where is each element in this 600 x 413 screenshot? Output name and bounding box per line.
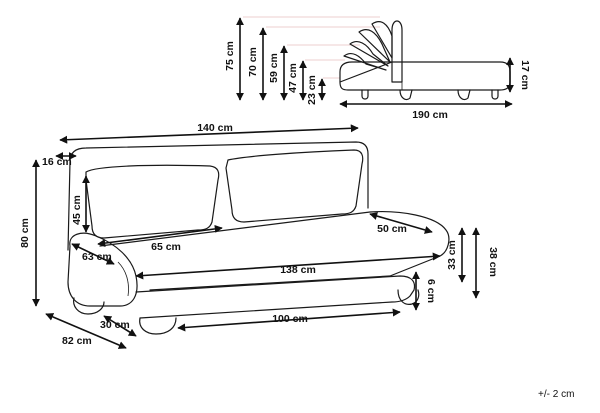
height-75-label: 75 cm — [224, 41, 236, 71]
base-depth-label: 30 cm — [100, 319, 130, 331]
backrest-height-label: 45 cm — [71, 195, 83, 225]
width-140-label: 140 cm — [197, 122, 233, 134]
height-59-label: 59 cm — [268, 53, 280, 83]
armrest-width-label: 16 cm — [42, 156, 72, 168]
side-view-sofa — [243, 16, 511, 101]
height-47-label: 47 cm — [287, 63, 299, 93]
total-depth-label: 82 cm — [62, 335, 92, 347]
height-23-label: 23 cm — [306, 75, 318, 105]
right-back-cushion — [225, 149, 364, 223]
backrest-width-label: 65 cm — [151, 241, 181, 253]
arm-depth-label: 63 cm — [82, 251, 112, 263]
height-33-label: 33 cm — [446, 240, 458, 270]
leg-spacing-label: 100 cm — [272, 313, 308, 325]
tolerance-note: +/- 2 cm — [538, 389, 574, 400]
side-length-label: 190 cm — [412, 109, 448, 121]
seat-depth-label: 50 cm — [377, 223, 407, 235]
seat-thickness-label: 17 cm — [519, 60, 531, 90]
front-view-sofa — [67, 141, 450, 335]
height-70-label: 70 cm — [247, 47, 259, 77]
seat-width-label: 138 cm — [280, 264, 316, 276]
total-height-label: 80 cm — [19, 218, 31, 248]
height-38-label: 38 cm — [487, 247, 499, 277]
leg-height-label: 6 cm — [425, 279, 437, 303]
left-back-cushion — [85, 164, 220, 239]
leg-front-left — [139, 317, 177, 335]
